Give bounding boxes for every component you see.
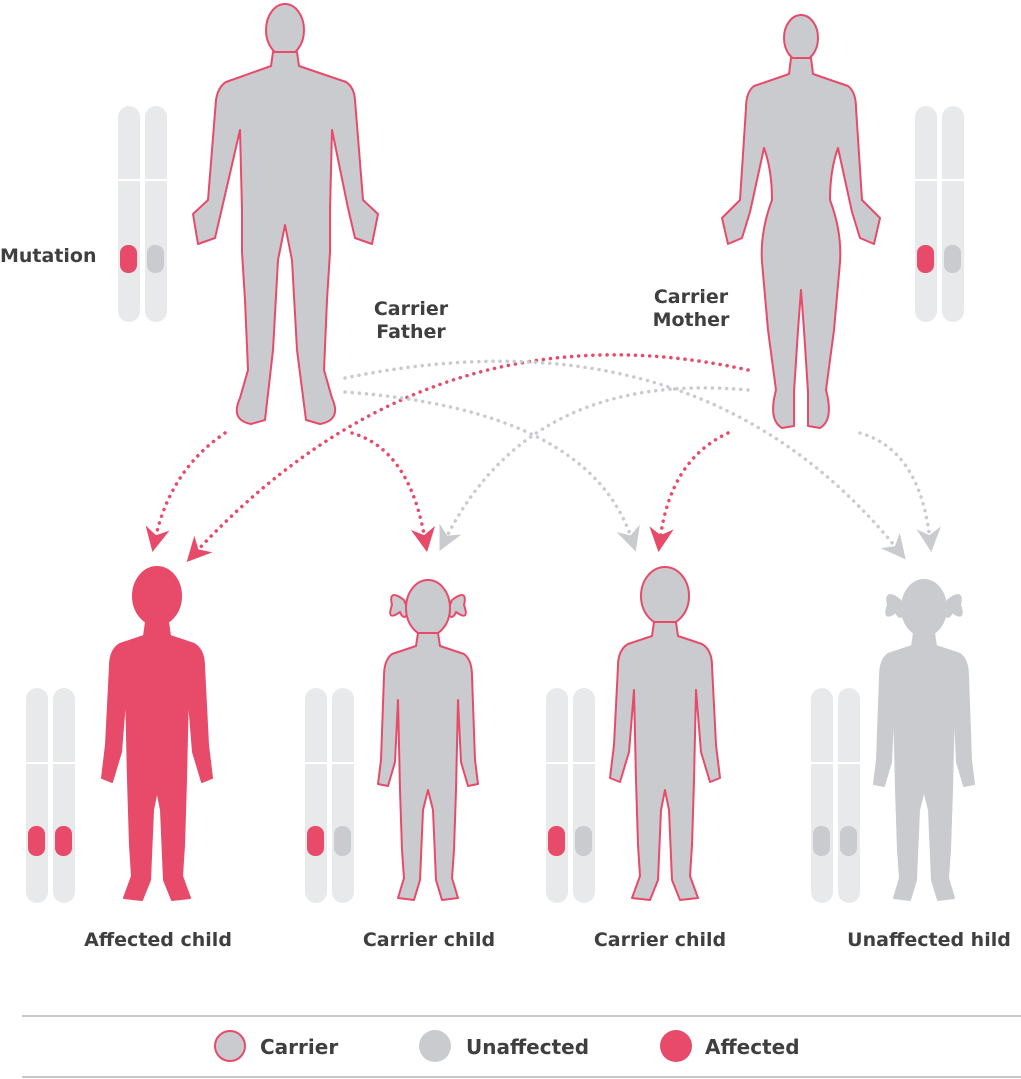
mother-silhouette-icon <box>721 14 881 429</box>
child1-chromosome-pair <box>26 688 75 903</box>
mutation-allele <box>307 826 324 856</box>
father-to-child4-arrow <box>343 359 906 560</box>
father-to-child1-arrow <box>145 431 227 552</box>
legend-carrier-label: Carrier <box>260 1035 339 1059</box>
affected-child-silhouette-icon <box>101 566 213 901</box>
mother-to-child2-arrow <box>439 386 750 551</box>
carrier-father-label: Carrier Father <box>373 298 449 343</box>
carrier-circle-icon <box>214 1030 246 1062</box>
normal-allele <box>944 245 961 273</box>
child4-label: Unaffected hild <box>847 929 1011 951</box>
child3-label: Carrier child <box>593 929 727 951</box>
child1-label: Affected child <box>84 929 232 951</box>
mutation-label: Mutation <box>0 245 97 267</box>
normal-allele <box>813 826 830 856</box>
carrier-boy-silhouette-icon <box>609 566 721 901</box>
child3-chromosome-pair <box>546 688 595 903</box>
normal-allele <box>840 826 857 856</box>
child4-chromosome-pair <box>811 688 860 903</box>
normal-allele <box>575 826 592 856</box>
mutation-allele <box>917 245 934 273</box>
mother-to-child1-arrow <box>186 353 750 562</box>
normal-allele <box>147 245 164 273</box>
normal-allele <box>334 826 351 856</box>
unaffected-circle-icon <box>419 1030 451 1062</box>
inheritance-arrows <box>145 353 941 562</box>
father-silhouette-icon <box>192 3 379 425</box>
mother-to-child4-arrow <box>858 431 941 553</box>
mutation-allele <box>55 826 72 856</box>
mother-chromosome-pair <box>915 106 964 322</box>
father-chromosome-pair <box>118 106 167 322</box>
father-to-child3-arrow <box>343 390 640 552</box>
child2-label: Carrier child <box>362 929 496 951</box>
legend-unaffected-label: Unaffected <box>466 1035 590 1059</box>
legend-affected-label: Affected <box>705 1035 800 1059</box>
mutation-allele <box>548 826 565 856</box>
mutation-allele <box>120 245 137 273</box>
mutation-allele <box>28 826 45 856</box>
affected-circle-icon <box>660 1030 692 1062</box>
carrier-mother-label: Carrier Mother <box>652 286 730 331</box>
unaffected-girl-silhouette-icon <box>873 579 975 901</box>
child2-chromosome-pair <box>305 688 354 903</box>
mother-to-child3-arrow <box>649 431 730 553</box>
father-to-child2-arrow <box>350 431 436 553</box>
carrier-girl-silhouette-icon <box>377 579 479 901</box>
